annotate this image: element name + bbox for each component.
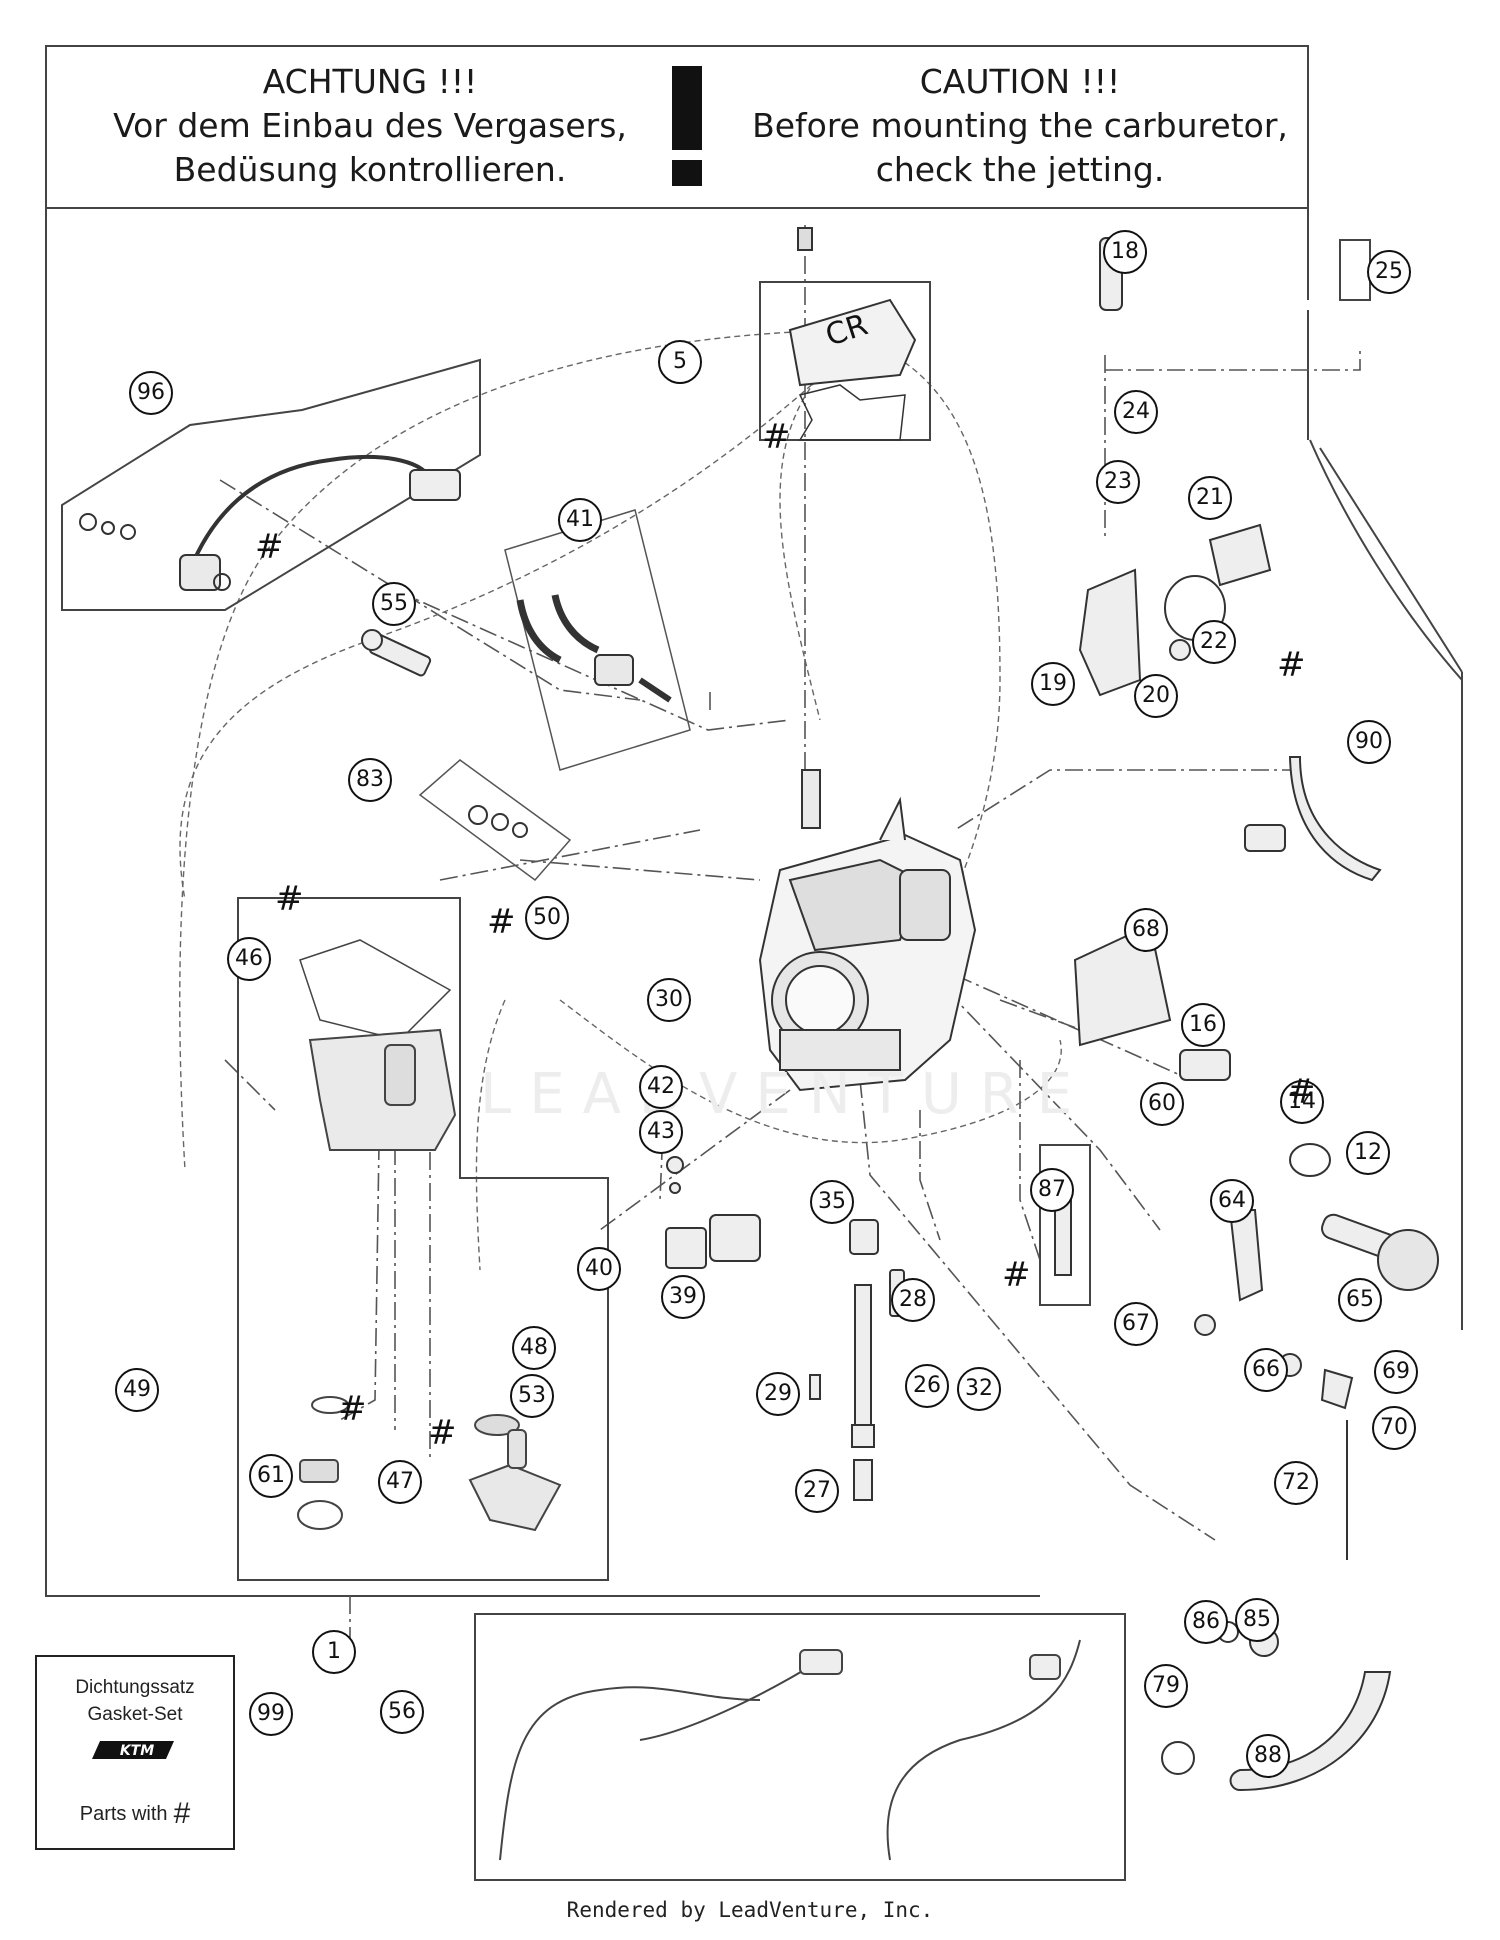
callout-53: 53 xyxy=(510,1374,554,1418)
hash-marker: # xyxy=(1277,645,1306,685)
gasket-set-line-4: Parts with# xyxy=(37,1797,233,1831)
warning-german-line-1: Vor dem Einbau des Vergasers, xyxy=(113,106,627,145)
warning-english-line-2: check the jetting. xyxy=(875,150,1165,189)
gasket-set-line-1: Dichtungssatz xyxy=(75,1677,195,1698)
main-jet-parts xyxy=(665,1144,1091,1501)
watermark-text: LEADVENTURE xyxy=(480,1062,1091,1127)
callout-60: 60 xyxy=(1140,1082,1184,1126)
callout-87: 87 xyxy=(1030,1168,1074,1212)
top-cover-part xyxy=(759,227,931,441)
callout-55: 55 xyxy=(372,582,416,626)
callout-65: 65 xyxy=(1338,1278,1382,1322)
callout-99: 99 xyxy=(249,1692,293,1736)
callout-66: 66 xyxy=(1244,1348,1288,1392)
callout-96: 96 xyxy=(129,371,173,415)
callout-61: 61 xyxy=(249,1454,293,1498)
callout-46: 46 xyxy=(227,937,271,981)
callout-69: 69 xyxy=(1374,1350,1418,1394)
callout-24: 24 xyxy=(1114,390,1158,434)
hose-group xyxy=(474,1613,1126,1881)
idle-screw-part xyxy=(361,629,432,677)
float-bowl-group xyxy=(237,897,609,1581)
callout-72: 72 xyxy=(1274,1461,1318,1505)
callout-70: 70 xyxy=(1372,1406,1416,1450)
hash-marker: # xyxy=(1287,1072,1316,1112)
callout-83: 83 xyxy=(348,758,392,802)
callout-39: 39 xyxy=(661,1275,705,1319)
gasket-set-line-2: Gasket-Set xyxy=(87,1704,183,1725)
ktm-logo: KTM xyxy=(92,1741,174,1759)
callout-43: 43 xyxy=(639,1110,683,1154)
callout-48: 48 xyxy=(512,1326,556,1370)
warning-english-title: CAUTION !!! xyxy=(919,62,1121,101)
ktm-logo-text: KTM xyxy=(120,1743,154,1759)
hash-marker: # xyxy=(255,527,284,567)
callout-30: 30 xyxy=(647,978,691,1022)
callout-18: 18 xyxy=(1103,230,1147,274)
footer-credit: Rendered by LeadVenture, Inc. xyxy=(566,1898,934,1922)
callout-19: 19 xyxy=(1031,662,1075,706)
throttle-sensor-part xyxy=(61,358,481,611)
exclamation-icon xyxy=(672,66,702,186)
callout-90: 90 xyxy=(1347,720,1391,764)
gasket-set-box: Dichtungssatz Gasket-Set KTM Parts with# xyxy=(35,1655,235,1850)
callout-28: 28 xyxy=(891,1278,935,1322)
callout-42: 42 xyxy=(639,1065,683,1109)
callout-22: 22 xyxy=(1192,620,1236,664)
callout-35: 35 xyxy=(810,1180,854,1224)
callout-49: 49 xyxy=(115,1368,159,1412)
callout-27: 27 xyxy=(795,1469,839,1513)
callout-64: 64 xyxy=(1210,1179,1254,1223)
callout-25: 25 xyxy=(1367,250,1411,294)
callout-16: 16 xyxy=(1181,1003,1225,1047)
callout-1: 1 xyxy=(312,1630,356,1674)
warning-german-title: ACHTUNG !!! xyxy=(262,62,478,101)
callout-88: 88 xyxy=(1246,1734,1290,1778)
callout-67: 67 xyxy=(1114,1302,1158,1346)
callout-5: 5 xyxy=(658,340,702,384)
callout-47: 47 xyxy=(378,1460,422,1504)
callout-20: 20 xyxy=(1134,674,1178,718)
callout-79: 79 xyxy=(1144,1664,1188,1708)
hash-marker: # xyxy=(275,879,304,919)
callout-41: 41 xyxy=(558,498,602,542)
hash-marker: # xyxy=(762,417,791,457)
warning-german-line-2: Bedüsung kontrollieren. xyxy=(173,150,567,189)
callout-85: 85 xyxy=(1235,1598,1279,1642)
callout-21: 21 xyxy=(1188,476,1232,520)
gasket-set-hash: # xyxy=(173,1797,191,1830)
gasket-set-parts-label: Parts with xyxy=(79,1803,168,1825)
hash-marker: # xyxy=(428,1413,457,1453)
callout-68: 68 xyxy=(1124,908,1168,952)
warning-english-line-1: Before mounting the carburetor, xyxy=(752,106,1288,145)
callout-26: 26 xyxy=(905,1364,949,1408)
hash-marker: # xyxy=(1002,1255,1031,1295)
hash-marker: # xyxy=(487,902,516,942)
hash-marker: # xyxy=(338,1389,367,1429)
callout-23: 23 xyxy=(1096,460,1140,504)
warning-german: ACHTUNG !!! Vor dem Einbau des Vergasers… xyxy=(90,60,650,192)
fitting-part xyxy=(418,759,572,882)
jet-set-part xyxy=(504,509,691,771)
callout-32: 32 xyxy=(957,1367,1001,1411)
callout-12: 12 xyxy=(1346,1131,1390,1175)
warning-english: CAUTION !!! Before mounting the carburet… xyxy=(740,60,1300,192)
callout-14: 14 xyxy=(1280,1080,1324,1124)
carburetor-body-sketch xyxy=(758,769,977,1092)
callout-40: 40 xyxy=(577,1247,621,1291)
callout-50: 50 xyxy=(525,896,569,940)
frame-right-diagonal xyxy=(1309,439,1463,1330)
callout-29: 29 xyxy=(756,1372,800,1416)
callout-56: 56 xyxy=(380,1690,424,1734)
callout-86: 86 xyxy=(1184,1600,1228,1644)
